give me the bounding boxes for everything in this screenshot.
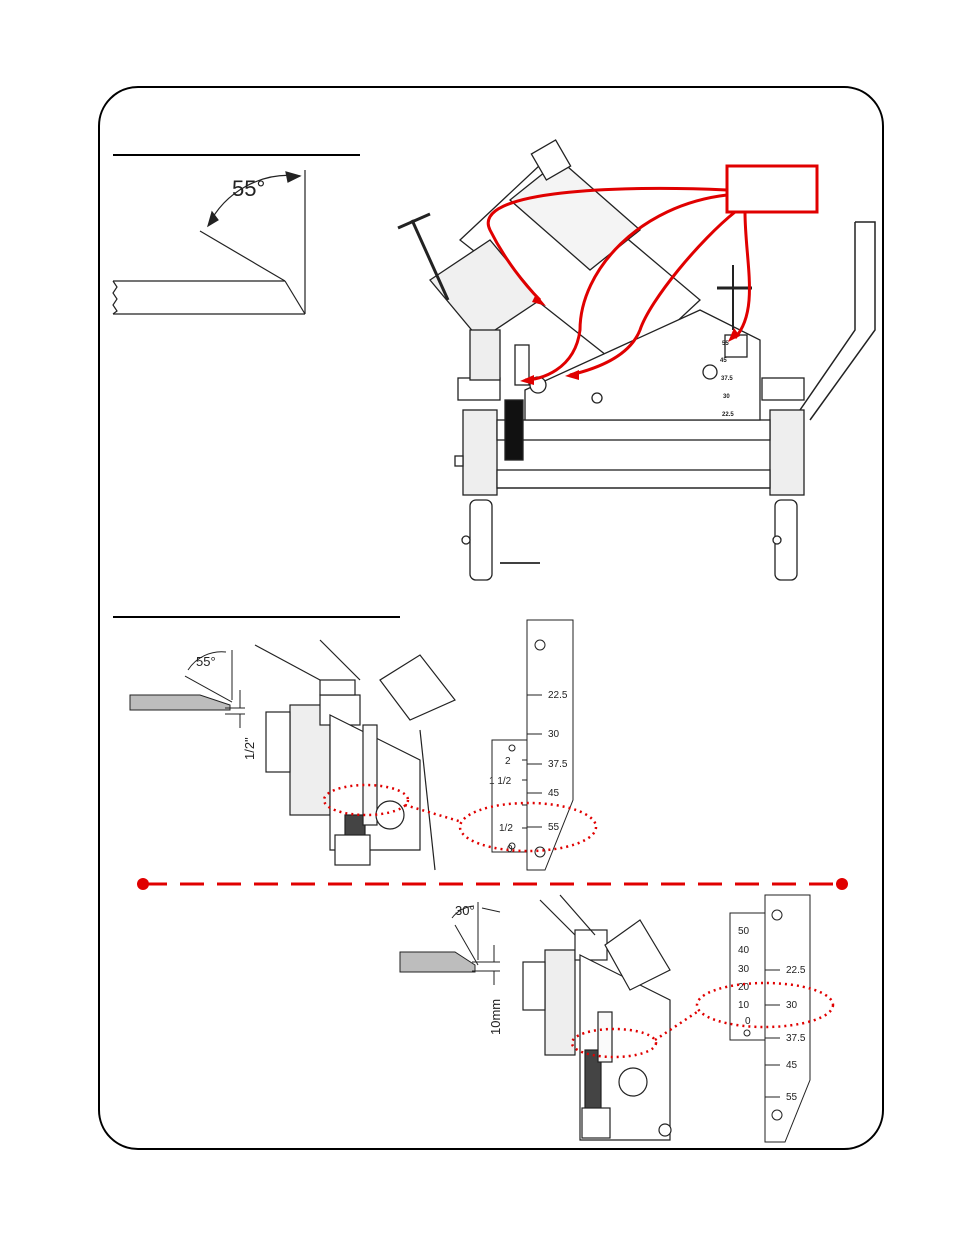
svg-text:20: 20 [738,982,750,993]
bevel-angle-bottom: 30° [455,903,475,918]
bevel-diagram-top [112,170,306,315]
svg-text:30: 30 [548,729,560,740]
svg-text:10: 10 [738,1000,750,1011]
bevel-angle-top: 55° [232,176,265,201]
svg-text:30: 30 [723,394,730,400]
machine-detail-middle [254,639,456,871]
highlight-ellipse-small-middle [322,783,410,817]
bevel-diagram-bottom [399,902,501,985]
svg-text:37.5: 37.5 [786,1033,806,1044]
svg-text:22.5: 22.5 [722,412,734,418]
scale-bottom [729,894,811,1143]
divider-dot-right [836,878,848,890]
svg-text:55: 55 [722,341,729,347]
machine-detail-bottom [522,894,672,1141]
bevel-angle-middle: 55° [196,654,216,669]
callout-arrowheads [520,294,740,385]
plate-scale-labels: 55 45 37.5 30 22.5 [720,341,734,418]
highlight-ellipse-small-bottom [570,1027,658,1059]
svg-text:30: 30 [786,1000,798,1011]
highlight-ellipse-large-bottom [695,981,835,1029]
page-border [98,86,884,1150]
machine-drawing [397,139,876,581]
svg-text:22.5: 22.5 [786,965,806,976]
svg-text:55: 55 [548,822,560,833]
highlight-link-bottom [654,1010,698,1042]
svg-text:40: 40 [738,945,750,956]
svg-text:30: 30 [738,964,750,975]
svg-text:22.5: 22.5 [548,690,568,701]
svg-text:50: 50 [738,926,750,937]
bevel-land-bottom: 10mm [488,999,503,1035]
callout-arrows [486,186,751,382]
svg-text:0: 0 [507,844,513,855]
svg-text:0: 0 [745,1016,751,1027]
svg-text:1/2: 1/2 [499,823,513,834]
degree-scale-middle-labels: 22.5 30 37.5 45 55 [548,690,568,833]
inch-scale-middle-labels: 2 1 1/2 1/2 0 [489,756,513,855]
highlight-ellipse-large-middle [458,801,598,853]
bevel-diagram-middle [129,650,245,728]
highlight-link-middle [404,803,463,824]
svg-text:55: 55 [786,1092,798,1103]
svg-text:45: 45 [786,1060,798,1071]
svg-text:37.5: 37.5 [548,759,568,770]
svg-text:37.5: 37.5 [721,376,733,382]
svg-text:45: 45 [548,788,560,799]
svg-text:1 1/2: 1 1/2 [489,776,512,787]
callout-box [725,164,819,214]
svg-text:45: 45 [720,358,727,364]
metric-scale-labels: 50 40 30 20 10 0 [738,926,751,1027]
divider-dot-left [137,878,149,890]
svg-text:2: 2 [505,756,511,767]
degree-scale-bottom-labels: 22.5 30 37.5 45 55 [786,965,806,1103]
bevel-land-middle: 1/2" [242,737,257,760]
